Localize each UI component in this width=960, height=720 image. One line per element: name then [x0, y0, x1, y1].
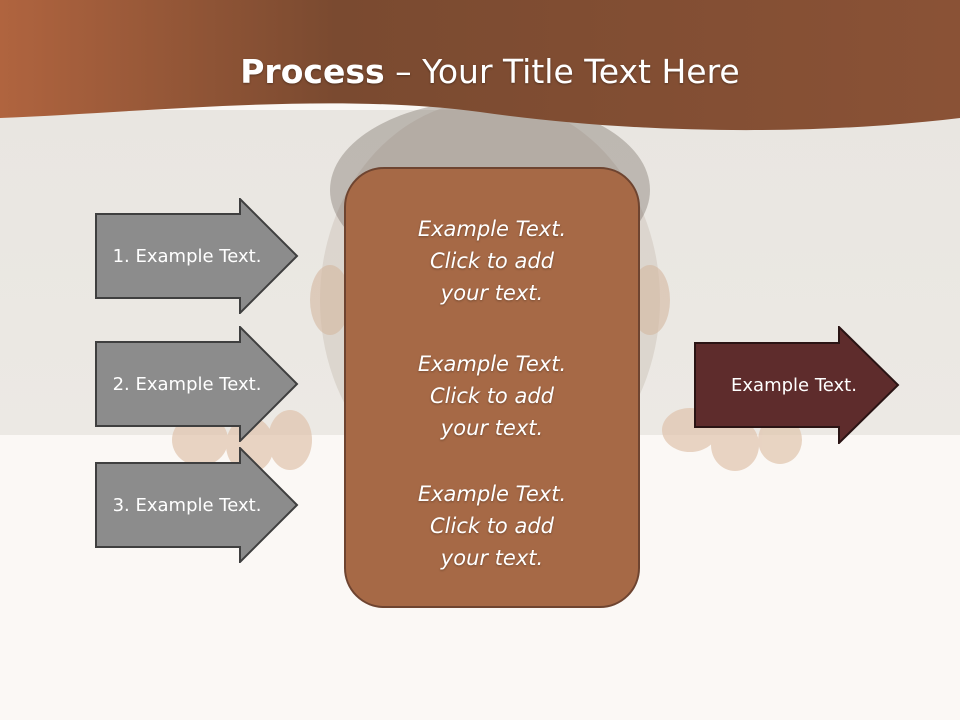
arrow-shape — [95, 324, 299, 444]
center-content-box[interactable]: Example Text. Click to add your text. Ex… — [344, 167, 640, 608]
title-rest: Your Title Text Here — [422, 52, 740, 91]
block-line: Example Text. — [417, 352, 567, 376]
slide-title: Process – Your Title Text Here — [0, 52, 960, 91]
block-line: your text. — [440, 546, 544, 570]
process-arrow-1[interactable]: 1. Example Text. — [95, 196, 299, 316]
center-text-block-2[interactable]: Example Text. Click to add your text. — [346, 348, 638, 444]
block-line: your text. — [440, 281, 544, 305]
arrow-shape — [694, 324, 900, 446]
arrow-label: 3. Example Text. — [112, 494, 262, 516]
arrow-label: Example Text. — [731, 374, 857, 396]
process-arrow-3[interactable]: 3. Example Text. — [95, 445, 299, 565]
block-line: Example Text. — [417, 482, 567, 506]
process-arrow-2[interactable]: 2. Example Text. — [95, 324, 299, 444]
output-arrow[interactable]: Example Text. — [694, 324, 900, 446]
block-line: Click to add — [429, 514, 554, 538]
arrow-shape — [95, 445, 299, 565]
center-text-block-3[interactable]: Example Text. Click to add your text. — [346, 478, 638, 574]
arrow-label: 2. Example Text. — [112, 373, 262, 395]
center-text-block-1[interactable]: Example Text. Click to add your text. — [346, 213, 638, 309]
title-dash: – — [384, 52, 423, 91]
block-line: your text. — [440, 416, 544, 440]
block-line: Click to add — [429, 249, 554, 273]
block-line: Click to add — [429, 384, 554, 408]
block-line: Example Text. — [417, 217, 567, 241]
arrow-label: 1. Example Text. — [112, 245, 262, 267]
title-bold: Process — [240, 52, 385, 91]
arrow-shape — [95, 196, 299, 316]
